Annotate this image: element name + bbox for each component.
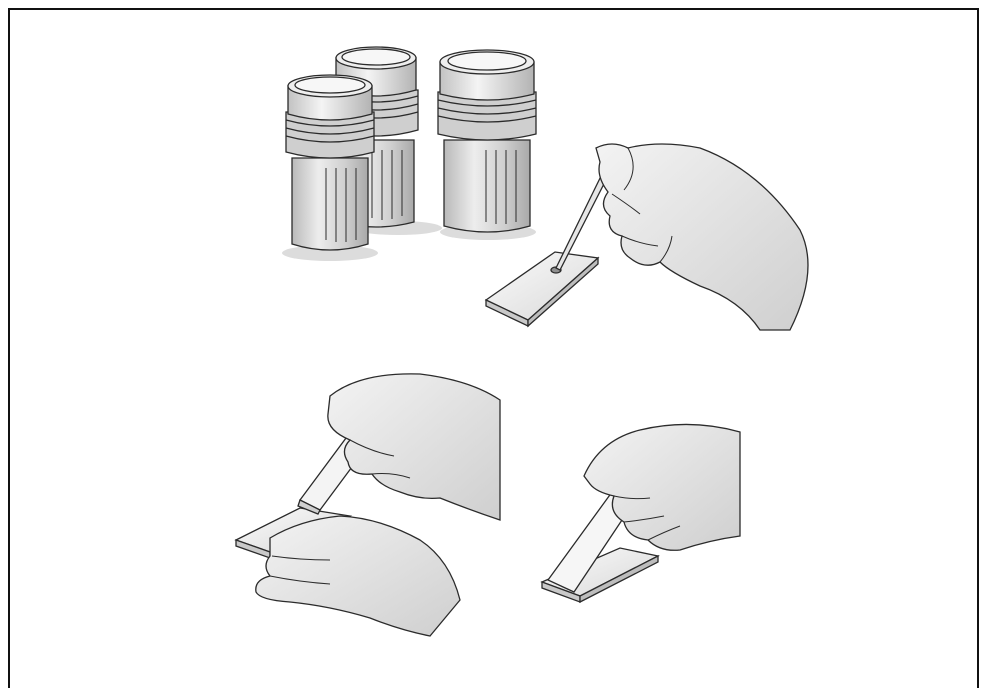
drop-sample-on-slide [486,144,808,330]
bottle-left [286,75,374,250]
stain-bottles [282,47,536,261]
upper-hand [328,374,500,520]
bottle-right [438,50,536,232]
hand [596,144,808,330]
lower-hand [256,516,460,636]
angled-spreader-slide [542,424,740,602]
pipette [556,170,610,270]
spread-smear-with-second-slide [236,374,500,636]
